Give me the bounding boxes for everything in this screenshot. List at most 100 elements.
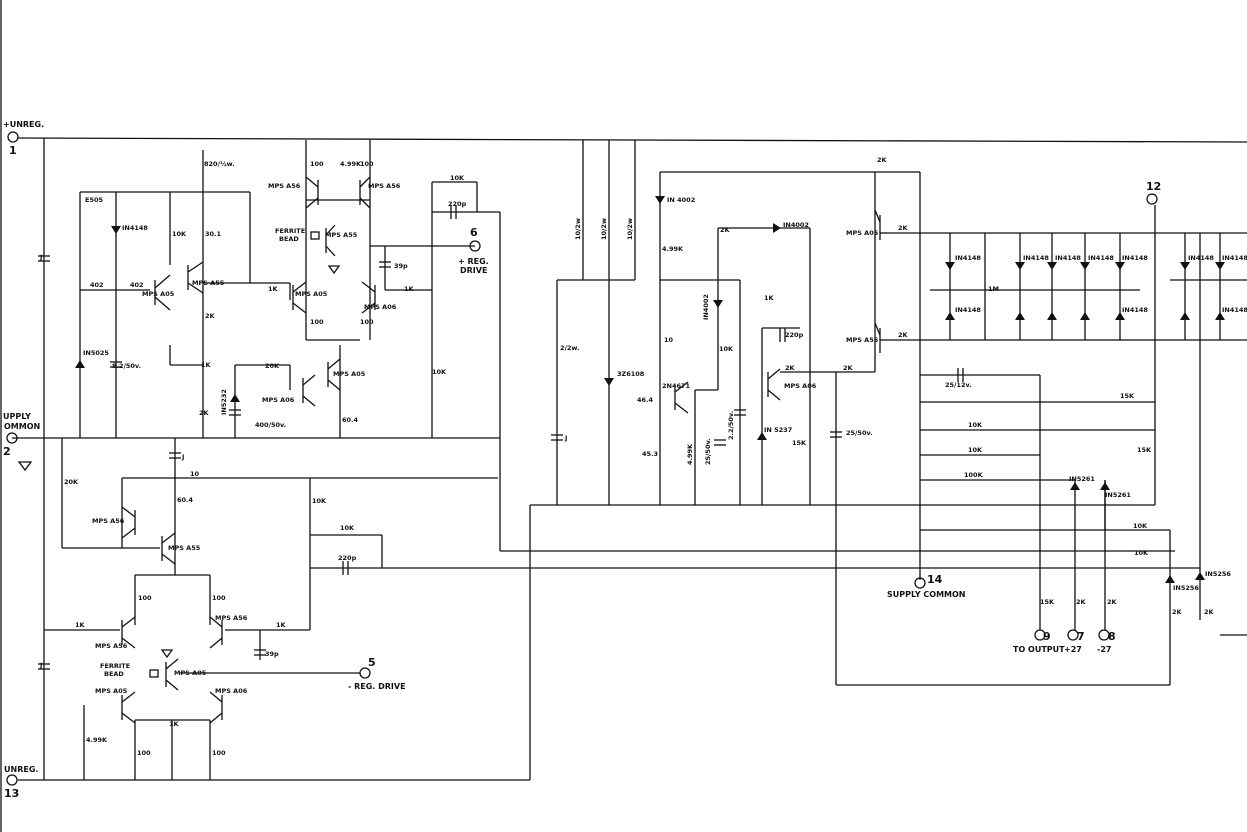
label-q1: MPS A05 [142, 290, 175, 298]
terminal-14-number: 14 [927, 573, 943, 586]
label-c-39p-top: 39p [394, 262, 408, 270]
terminal-8[interactable] [1098, 629, 1110, 641]
label-d-r3: IN4148 [1023, 254, 1049, 262]
scr-3z6108 [604, 378, 614, 386]
diode-1n4148-r6 [1115, 262, 1125, 270]
negative-driver-block [44, 438, 498, 780]
label-r-4-99k-c: 4.99K [662, 245, 684, 253]
terminal-1-label: +UNREG. [3, 120, 44, 129]
label-r-60-4-b: 60.4 [177, 496, 194, 504]
label-c-220p-mid: 220p [785, 331, 804, 339]
terminal-2[interactable] [6, 432, 18, 444]
zener-1n5256-a [1165, 575, 1175, 583]
label-1n5256-a: IN5256 [1173, 584, 1199, 592]
label-ferrite-bottom: FERRITE [100, 662, 130, 670]
transistor-q12 [121, 616, 136, 649]
label-q19: MPS A05 [846, 229, 879, 237]
diode-1n4148-r9 [1080, 312, 1090, 320]
ground-symbols [17, 231, 341, 678]
terminal-13[interactable] [6, 774, 18, 786]
label-r-100-h: 100 [212, 749, 226, 757]
label-r-10-b: 10 [664, 336, 674, 344]
label-r-100-g: 100 [137, 749, 151, 757]
label-r-2k-k: 2K [1172, 608, 1183, 616]
label-q20: MPS A55 [846, 336, 879, 344]
diode-1n4148-left [111, 226, 121, 234]
terminal-9-label: TO OUTPUT [1013, 645, 1065, 654]
ground-icon [327, 265, 341, 275]
terminal-labels: +UNREG. 1 UPPLY OMMON 2 UNREG. 13 6 + RE… [3, 120, 1161, 800]
terminal-6[interactable] [469, 240, 481, 252]
diode-1n4148-r2 [945, 312, 955, 320]
label-r-10k-i: 10K [1133, 522, 1148, 530]
label-r-20k-b: 20K [64, 478, 79, 486]
diode-1n4002-c [713, 300, 723, 308]
label-1n5256-b: IN5256 [1205, 570, 1231, 578]
label-d-r10: IN4148 [1122, 306, 1148, 314]
zener-1n5261-b [1100, 482, 1110, 490]
capacitor-j-left-low [38, 663, 50, 670]
label-r-2k-g: 2K [898, 224, 909, 232]
terminal-14[interactable] [914, 577, 926, 589]
rails [12, 137, 1247, 781]
transistor-q17 [674, 381, 689, 414]
label-r-10k-e: 10K [340, 524, 355, 532]
label-r-2k-i: 2K [1076, 598, 1087, 606]
label-r-10-2w-a: 10/2w [574, 218, 582, 240]
terminal-12[interactable] [1146, 193, 1158, 205]
transistor-q13 [209, 616, 223, 649]
terminal-5[interactable] [359, 667, 371, 679]
label-r-100k: 100K [964, 471, 984, 479]
label-r-1k-c: 1K [404, 285, 415, 293]
terminal-8-number: 8 [1108, 630, 1116, 643]
label-q8: MPS A05 [333, 370, 366, 378]
label-r-100-e: 100 [138, 594, 152, 602]
label-r-1k-a: 1K [201, 361, 212, 369]
label-2n4671: 2N4671 [662, 382, 691, 390]
transistor-q9 [302, 374, 316, 407]
component-labels: 820/½w. E505 IN4148 10K 30.1 402 402 MPS… [39, 156, 1247, 757]
zener-1n5237 [757, 432, 767, 440]
transistor-q4 [361, 281, 376, 314]
positive-driver-block [79, 140, 501, 438]
transistor-q16 [209, 691, 223, 724]
label-q16: MPS A06 [215, 687, 248, 695]
label-r-2k-a: 2K [205, 312, 216, 320]
label-r-45-3: 45.3 [642, 450, 658, 458]
label-1n4148-left: IN4148 [122, 224, 148, 232]
terminal-9[interactable] [1034, 629, 1046, 641]
label-q6: MPS A56 [368, 182, 401, 190]
label-r-10k-g: 10K [968, 421, 983, 429]
transistor-q5 [305, 176, 319, 209]
diodes [75, 196, 1225, 583]
transistor-q20 [874, 322, 890, 353]
terminal-5-label: - REG. DRIVE [348, 682, 406, 691]
ferrite-bead-icon [310, 231, 320, 240]
label-r-10-2w-b: 10/2w [600, 218, 608, 240]
label-q11: MPS A55 [168, 544, 201, 552]
diode-1n4148-r14 [1215, 312, 1225, 320]
label-r-100-d: 100 [360, 318, 374, 326]
capacitor-39p-top [379, 261, 391, 268]
regulator-block [556, 140, 920, 505]
label-c-25-50-a: 25/50v. [704, 438, 712, 465]
label-1n5261-b: IN5261 [1105, 491, 1131, 499]
terminal-1[interactable] [7, 131, 19, 143]
ground-icon [160, 649, 174, 659]
terminal-2-label-supply: UPPLY [3, 412, 31, 421]
ground-icon [17, 461, 33, 472]
label-c-25-12: 25/12v. [945, 381, 972, 389]
label-1n4002-c: IN4002 [702, 294, 710, 320]
label-q18: MPS A06 [784, 382, 817, 390]
label-c-j-left-low: J [39, 661, 42, 669]
terminal-1-number: 1 [9, 144, 17, 157]
transistor-q19 [874, 209, 890, 240]
diode-1n4148-r7 [1015, 312, 1025, 320]
terminal-2-label-common: OMMON [4, 422, 40, 431]
label-r-820: 820/½w. [204, 160, 235, 168]
terminal-7[interactable] [1067, 629, 1079, 641]
label-3z6108: 3Z6108 [617, 370, 645, 378]
terminal-8-label: -27 [1097, 645, 1111, 654]
label-c-220p-top: 220p [448, 200, 467, 208]
terminal-9-number: 9 [1043, 630, 1051, 643]
